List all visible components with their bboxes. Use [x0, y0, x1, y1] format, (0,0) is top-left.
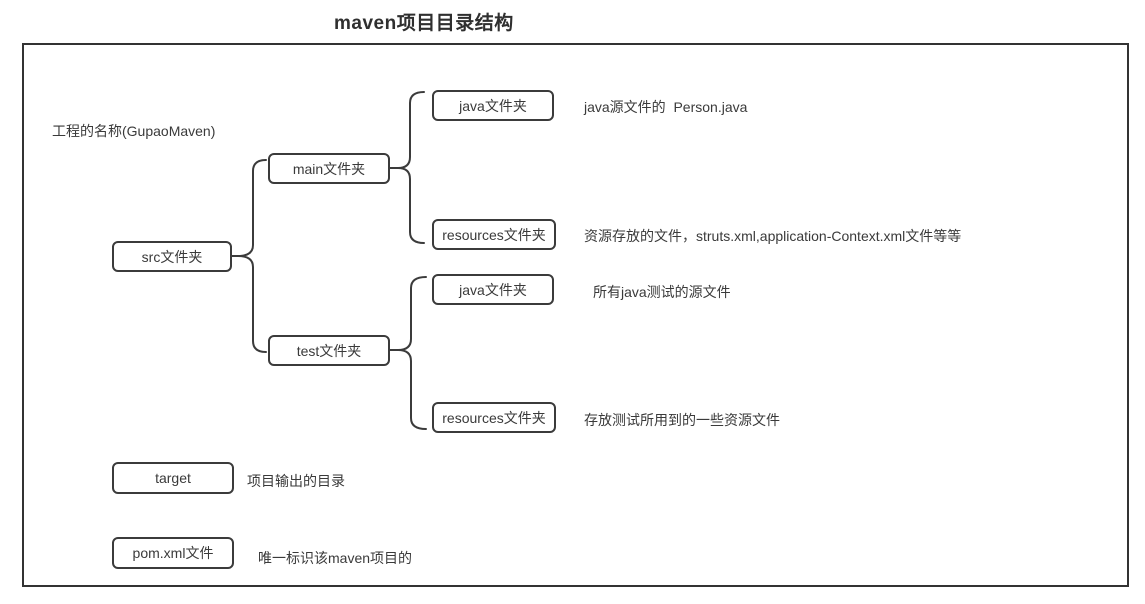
- annotation-main-resources: 资源存放的文件，struts.xml,application-Context.x…: [584, 228, 962, 244]
- node-main-resources-folder: resources文件夹: [432, 219, 556, 250]
- node-pom-xml-file: pom.xml文件: [112, 537, 234, 569]
- node-src-folder: src文件夹: [112, 241, 232, 272]
- node-target-folder: target: [112, 462, 234, 494]
- node-main-folder: main文件夹: [268, 153, 390, 184]
- annotation-pom: 唯一标识该maven项目的: [258, 550, 413, 566]
- diagram-title: maven项目目录结构: [334, 13, 514, 34]
- node-test-java-folder: java文件夹: [432, 274, 554, 305]
- annotation-test-java: 所有java测试的源文件: [593, 284, 731, 300]
- node-main-java-folder: java文件夹: [432, 90, 554, 121]
- node-test-folder: test文件夹: [268, 335, 390, 366]
- annotation-target: 项目输出的目录: [247, 473, 345, 489]
- annotation-main-java: java源文件的 Person.java: [584, 99, 748, 115]
- annotation-test-resources: 存放测试所用到的一些资源文件: [584, 412, 780, 428]
- diagram-frame: [22, 43, 1129, 587]
- project-name-label: 工程的名称(GupaoMaven): [52, 123, 216, 139]
- node-test-resources-folder: resources文件夹: [432, 402, 556, 433]
